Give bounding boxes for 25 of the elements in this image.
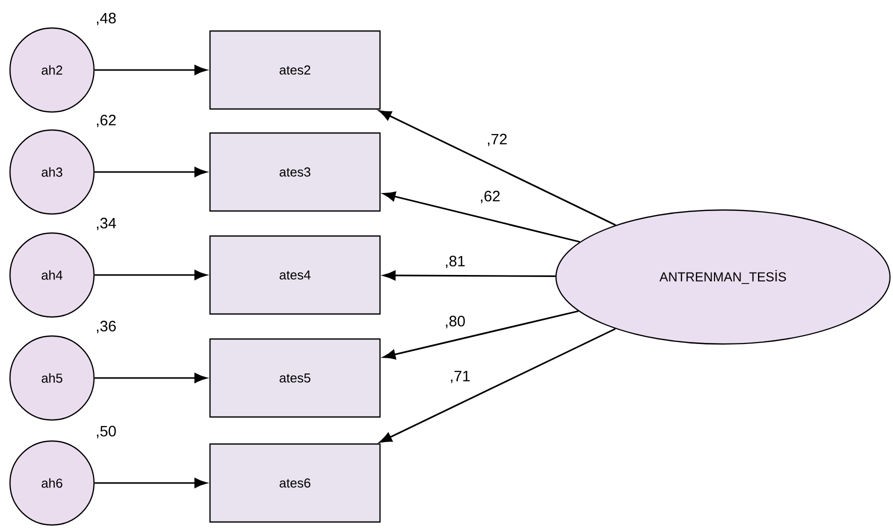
edge-label: ,80 — [444, 314, 466, 330]
edge-label: ,71 — [448, 370, 472, 384]
loading-value: ,34 — [96, 218, 116, 230]
arrow — [383, 270, 556, 280]
variable-box: ates4 — [209, 235, 381, 315]
arrow — [94, 270, 207, 280]
arrow — [379, 328, 616, 443]
arrow — [94, 167, 207, 177]
arrow — [94, 373, 207, 383]
arrow — [383, 310, 579, 360]
edge-label: ,81 — [444, 254, 466, 270]
loading-value: ,62 — [96, 114, 116, 128]
edge-label: ,62 — [478, 190, 502, 204]
arrow — [383, 192, 580, 243]
loading-value: ,36 — [96, 320, 116, 334]
loading-value: ,50 — [96, 426, 116, 438]
arrow — [94, 65, 207, 75]
arrow — [378, 110, 616, 226]
edge-label: ,72 — [486, 132, 508, 148]
loading-value: ,48 — [96, 12, 116, 26]
variable-box: ates2 — [209, 30, 381, 110]
variable-box: ates3 — [209, 132, 381, 212]
arrow — [94, 478, 207, 488]
variable-box: ates6 — [209, 443, 381, 523]
variable-box: ates5 — [209, 338, 381, 418]
